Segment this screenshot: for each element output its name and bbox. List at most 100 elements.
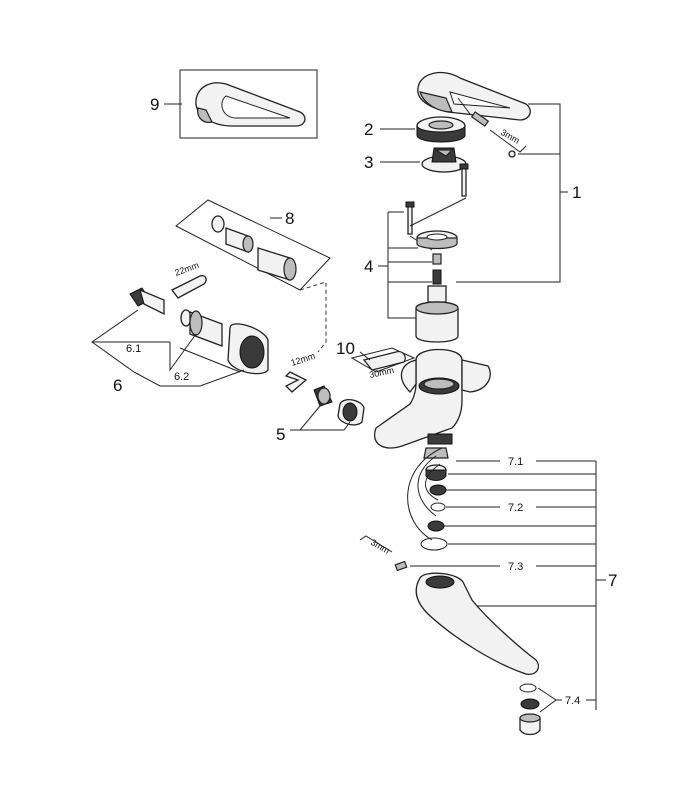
bracket-1-a [528,103,561,192]
callout-9: 9 [150,95,159,114]
part-4-cartridge-top-face [415,301,459,315]
part-5-connector [313,385,365,426]
faucet-body-right [461,359,491,393]
callout-7: 7 [608,571,617,590]
tool-label-22mm: 22mm [173,260,200,278]
callout-10: 10 [336,339,355,358]
bolt-left [407,205,413,235]
callout-7-1: 7.1 [508,456,523,468]
faucet-body [374,348,491,449]
tool-label-12mm: 12mm [290,351,317,368]
spout-set-screw [394,560,408,572]
callout-4: 4 [364,257,373,276]
callout-8: 8 [285,209,294,228]
callout-6-1: 6.1 [126,343,141,355]
part-9-lever-slot [221,95,291,119]
part-4-bolts [405,163,469,235]
set-screw-guide [457,97,471,115]
tool-label-3mm-top: 3mm [499,127,521,146]
part-4-small-screw [432,253,442,265]
set-screw-top [470,111,490,127]
part-8-sleeve-end [283,257,297,281]
bracket-6-1 [91,309,139,373]
spout-body [415,572,540,675]
part-8-connector-set [175,199,331,291]
hex-key-top-icon [489,129,527,153]
leader-10 [359,351,371,361]
part-7-4-insert [520,698,540,710]
part-3-notch [433,149,454,157]
part-7-3-large-ring [420,537,448,551]
part-4-spindle [432,269,442,285]
part-8-nipple-end [242,235,254,253]
part-3-cap [421,147,467,173]
arrow-7-a [407,447,443,541]
faucet-body-left [400,359,417,393]
part-6-1-eccentric [139,288,165,316]
part-7-1-ring-side [425,469,447,481]
part-9-lever-handle [179,69,318,139]
part-4-cartridge-top [427,285,447,303]
arrow-7-b [417,455,437,517]
bracket-5 [298,405,351,431]
part-7-4-housing [519,717,541,736]
part-9-lever-hub [197,107,213,123]
faucet-body-outlet [427,433,453,445]
callout-7-2: 7.2 [508,502,523,514]
part-8-dash-link [299,281,327,353]
hex-key-12mm-icon [284,371,308,393]
bolt-left-head [405,201,415,208]
part-5-nut-opening [342,402,358,422]
callout-6: 6 [113,376,122,395]
part-2-side [416,125,466,143]
wrench-30mm-icon [362,350,406,371]
part-7-4-aerator [519,683,541,736]
part-7-2-nut-bottom [427,520,445,532]
callout-7-3: 7.3 [508,561,523,573]
bracket-6-1-to-parts [169,333,197,372]
bolt-right [461,167,467,197]
part-4-cartridge-set [415,230,459,343]
top-lever-hub [419,91,453,113]
part-7-2-nut-top [429,484,447,496]
callout-5: 5 [276,425,285,444]
spout-top-opening [425,575,455,589]
part-2-hole [428,120,454,130]
top-lever-slot [449,91,511,109]
part-8-washer [211,215,225,233]
part-2-cover-ring [416,116,466,143]
hex-key-3mm-spout-icon [359,535,393,553]
part-6-inlet [129,287,269,375]
callout-2: 2 [364,120,373,139]
bracket-6-2-b [133,369,245,387]
top-lever [417,71,531,121]
callout-6-2: 6.2 [174,371,189,383]
part-4-flange-side [416,237,458,250]
part-7-4-washer [519,683,537,693]
arrow-7-c [425,463,441,501]
bracket-1-c [456,192,561,283]
bracket-7-4 [537,687,557,713]
bracket-4-a [387,212,416,319]
wrench-22mm: 22mm [171,260,207,299]
part-7-4-housing-top [519,713,541,723]
callout-1: 1 [572,183,581,202]
cap-plug [508,150,516,158]
part-4-flange-hole [426,233,448,241]
part-7-spout-seals [420,447,449,551]
spout [415,572,540,675]
part-5-nipple-face [317,387,331,405]
hex-key-3mm-spout: 3mm [359,535,408,572]
bolt-guide [409,197,467,227]
faucet-body-main [374,348,463,449]
part-6-2-sleeve-front [189,310,203,336]
faucet-body-opening-inner [423,378,455,390]
part-7-2-oring [430,502,446,512]
bracket-6-2-a [179,347,241,373]
hex-key-12mm: 12mm [284,351,317,393]
part-6-2-rosette-opening [239,335,265,369]
callout-3: 3 [364,153,373,172]
tool-label-3mm-spout: 3mm [369,537,391,556]
callout-7-4: 7.4 [565,695,580,707]
